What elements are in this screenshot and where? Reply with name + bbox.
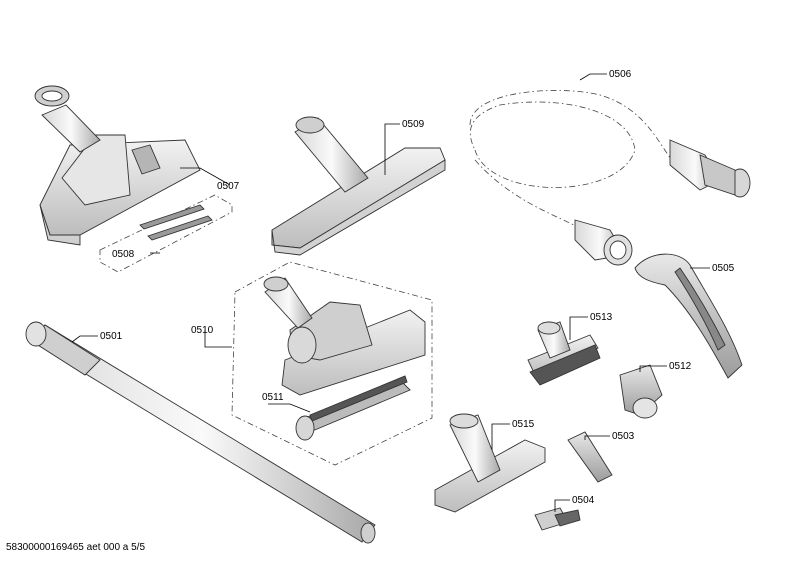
furniture-nozzle-0515 bbox=[434, 413, 546, 513]
bristle-strips-0508 bbox=[99, 194, 233, 273]
crevice-tool-0503 bbox=[567, 431, 613, 483]
label-0506: 0506 bbox=[609, 69, 632, 80]
handle-0505 bbox=[634, 253, 743, 379]
label-0508: 0508 bbox=[112, 249, 135, 260]
label-0512: 0512 bbox=[669, 361, 692, 372]
document-footer: 58300000169465 aet 000 a 5/5 bbox=[6, 542, 146, 553]
hose-0506 bbox=[469, 90, 751, 266]
brush-roller-0511 bbox=[295, 375, 411, 441]
tool-clip-0512 bbox=[619, 364, 663, 419]
upholstery-brush-0513 bbox=[527, 321, 601, 386]
small-brush-0504 bbox=[534, 507, 581, 531]
telescopic-tube-0501 bbox=[25, 321, 376, 544]
label-0505: 0505 bbox=[712, 263, 735, 274]
label-0503: 0503 bbox=[612, 431, 635, 442]
label-0515: 0515 bbox=[512, 419, 535, 430]
label-0509: 0509 bbox=[402, 119, 425, 130]
label-0504: 0504 bbox=[572, 495, 595, 506]
label-0507: 0507 bbox=[217, 181, 240, 192]
floor-nozzle-0507 bbox=[34, 85, 201, 246]
turbo-brush-0510 bbox=[231, 261, 433, 466]
label-0501: 0501 bbox=[100, 331, 123, 342]
label-0511: 0511 bbox=[262, 392, 284, 403]
label-0513: 0513 bbox=[590, 312, 613, 323]
parquet-nozzle-0509 bbox=[271, 116, 446, 256]
label-0510: 0510 bbox=[191, 325, 214, 336]
